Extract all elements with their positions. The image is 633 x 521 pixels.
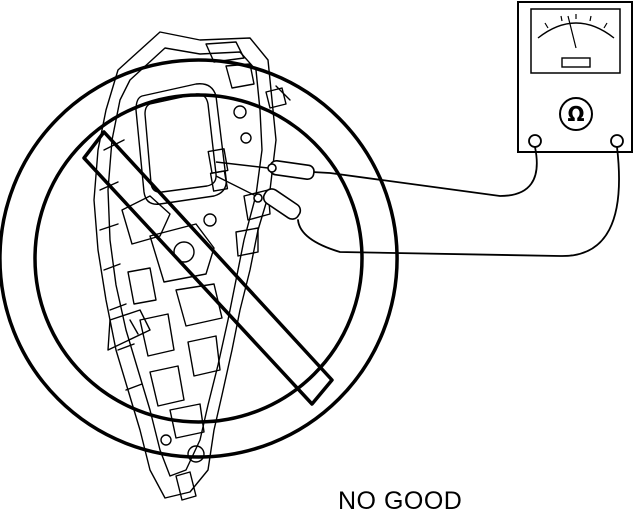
meter-scale-ticks: [544, 14, 608, 29]
meter-needle-pivot: [561, 57, 591, 68]
test-leads: [297, 146, 620, 257]
meter-needle: [567, 15, 577, 49]
prohibition-ring: [0, 58, 399, 459]
terminal-left: [528, 134, 542, 148]
terminal-right: [610, 134, 624, 148]
headlamp-assembly: [93, 31, 291, 501]
meter-scale-arc: [537, 22, 615, 39]
no-good-caption: NO GOOD: [338, 487, 463, 515]
probe-upper: [215, 159, 315, 181]
prohibition-symbol: [0, 58, 399, 459]
lead-left: [311, 146, 538, 197]
lead-right: [297, 146, 620, 257]
ohm-dial: [559, 97, 593, 131]
prohibition-slash: [82, 130, 334, 406]
probe-lower: [215, 175, 302, 220]
ohm-symbol: Ω: [567, 102, 584, 126]
multimeter: Ω: [517, 1, 633, 153]
